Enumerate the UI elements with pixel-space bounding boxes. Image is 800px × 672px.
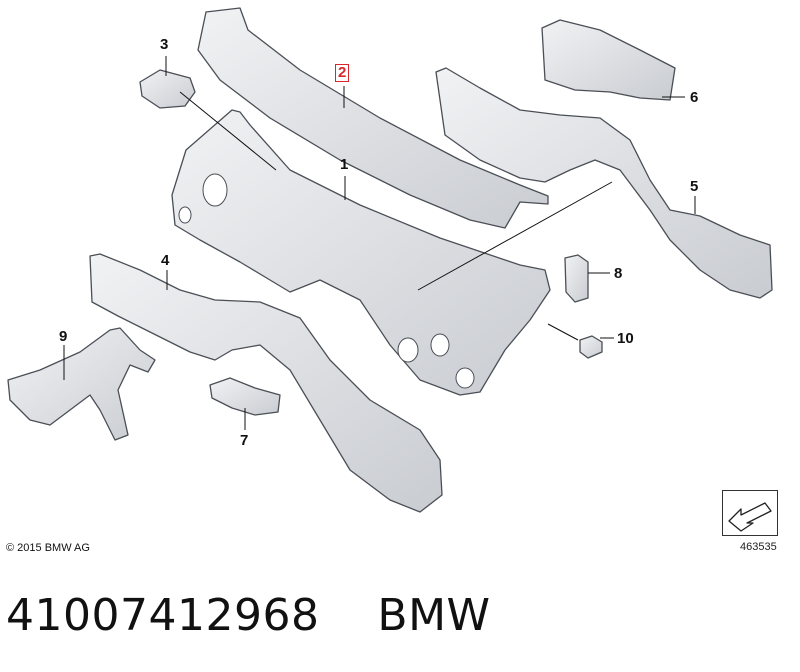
bulkhead-hole bbox=[397, 337, 419, 363]
bulkhead-hole bbox=[202, 173, 228, 207]
reference-icon-box bbox=[722, 490, 778, 536]
leader-line-cross bbox=[417, 181, 613, 291]
part-4-left-rail bbox=[89, 253, 443, 513]
copyright-notice: © 2015 BMW AG bbox=[6, 542, 90, 554]
callout-6[interactable]: 6 bbox=[690, 89, 699, 106]
part-10-clip bbox=[579, 335, 603, 359]
callout-3[interactable]: 3 bbox=[160, 36, 169, 53]
leader-line-3b bbox=[179, 91, 277, 171]
part-6-bracket bbox=[541, 19, 676, 101]
part-5-right-rail bbox=[435, 67, 773, 299]
part-3-bracket bbox=[139, 69, 196, 109]
callout-9[interactable]: 9 bbox=[59, 328, 68, 345]
callout-8[interactable]: 8 bbox=[614, 265, 623, 282]
arrow-icon bbox=[728, 502, 772, 532]
callout-1[interactable]: 1 bbox=[340, 156, 349, 173]
callout-4[interactable]: 4 bbox=[161, 252, 170, 269]
callout-10[interactable]: 10 bbox=[617, 330, 634, 347]
part-7-bracket bbox=[209, 377, 281, 416]
bulkhead-hole bbox=[455, 367, 475, 389]
parts-illustration bbox=[7, 7, 773, 513]
reference-number: 463535 bbox=[740, 541, 777, 553]
part-9-support bbox=[7, 327, 156, 441]
part-2-cowl-strip bbox=[197, 7, 549, 229]
part-1-bulkhead bbox=[171, 109, 551, 396]
parts-diagram: 1 2 3 4 5 6 7 8 9 10 463535 © 2015 BMW A… bbox=[6, 7, 778, 554]
callout-5[interactable]: 5 bbox=[690, 178, 699, 195]
bulkhead-hole bbox=[430, 333, 450, 357]
callout-7[interactable]: 7 bbox=[240, 432, 249, 449]
part-8-bracket bbox=[564, 254, 589, 303]
bulkhead-hole bbox=[178, 206, 192, 224]
callout-2-highlighted[interactable]: 2 bbox=[335, 64, 350, 82]
leader-line-10b bbox=[547, 323, 579, 341]
part-number-caption: 41007412968 BMW bbox=[6, 590, 491, 641]
